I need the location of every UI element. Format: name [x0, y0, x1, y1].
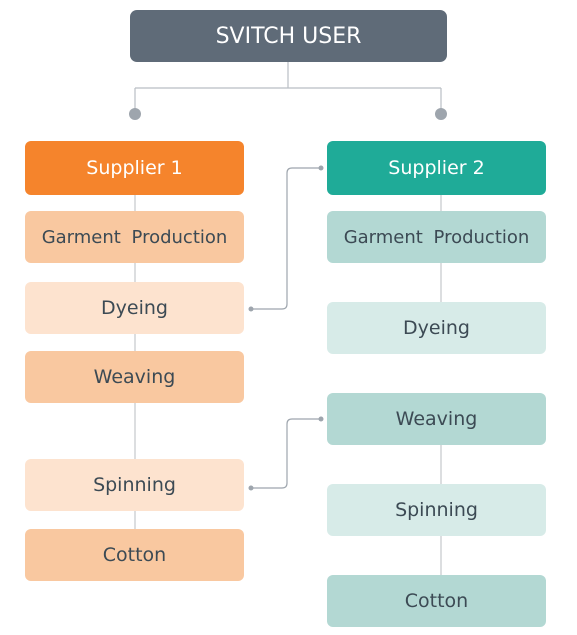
- supplier1-stage-dyeing: Dyeing: [25, 282, 244, 334]
- supplier2-stage-spinning: Spinning: [327, 484, 546, 536]
- switch-connector-dyeing-end-dot: [318, 165, 324, 171]
- supplier1-stage-cotton: Cotton: [25, 529, 244, 581]
- supplier2-stage-garment-production: Garment Production: [327, 211, 546, 263]
- supplier2-stage-weaving: Weaving: [327, 393, 546, 445]
- split-right-dot: [435, 108, 447, 120]
- switch-connector-spinning: [251, 418, 321, 489]
- supplier1-stage-weaving: Weaving: [25, 351, 244, 403]
- split-left-dot: [129, 108, 141, 120]
- diagram-title: SVITCH USER: [130, 10, 447, 62]
- switch-connector-dyeing: [251, 167, 321, 310]
- switch-connector-spinning-start-dot: [248, 485, 254, 491]
- supplier1-header: Supplier 1: [25, 141, 244, 195]
- supplier1-stage-garment-production: Garment Production: [25, 211, 244, 263]
- supplier2-stage-cotton: Cotton: [327, 575, 546, 627]
- supplier1-stage-spinning: Spinning: [25, 459, 244, 511]
- supplier2-stage-dyeing: Dyeing: [327, 302, 546, 354]
- switch-connector-dyeing-start-dot: [248, 306, 254, 312]
- supplier2-header: Supplier 2: [327, 141, 546, 195]
- switch-connector-spinning-end-dot: [318, 416, 324, 422]
